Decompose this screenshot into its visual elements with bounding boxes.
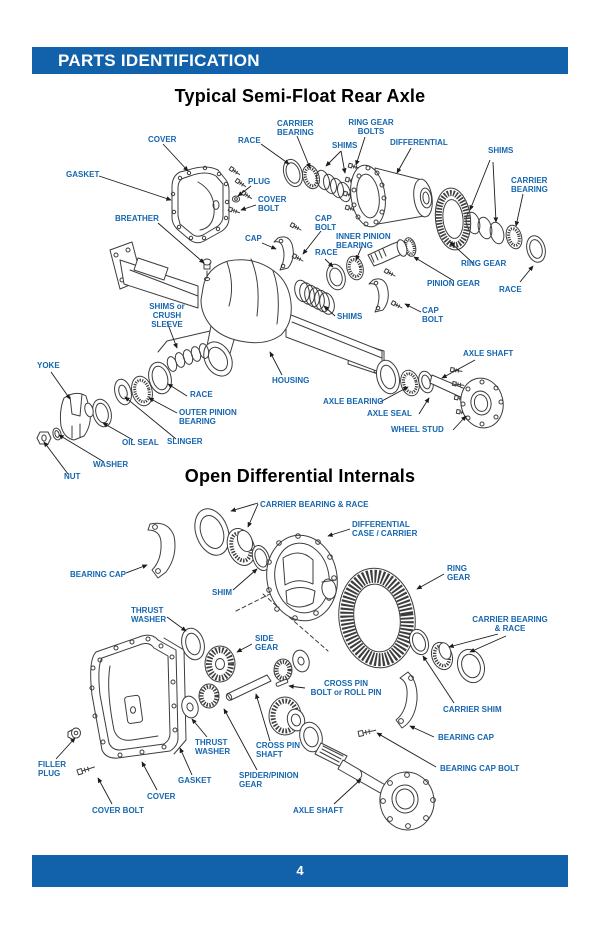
left-bearing-set-drawing	[282, 158, 351, 203]
label-breather: BREATHER	[115, 214, 159, 223]
cross-pin-shaft-drawing	[226, 674, 272, 701]
pinion-front-parts-drawing	[36, 330, 211, 445]
label-ring-gear-2: RING GEAR	[447, 564, 471, 582]
differential-case-drawing	[266, 533, 338, 622]
internal-gears-drawing	[181, 627, 323, 753]
label-housing: HOUSING	[272, 376, 310, 385]
label-race-lower: RACE	[190, 390, 213, 399]
label-carrier-bearing-left: CARRIER BEARING	[277, 119, 314, 137]
label-pinion-gear: PINION GEAR	[427, 279, 480, 288]
label-shims-right: SHIMS	[488, 146, 514, 155]
bearing-cap-right-drawing	[357, 671, 418, 737]
label-bearing-cap-right: BEARING CAP	[438, 733, 495, 742]
label-thrust-washer-lower: THRUST WASHER	[195, 738, 231, 756]
label-cover: COVER	[148, 135, 177, 144]
page-header-bar: PARTS IDENTIFICATION	[32, 47, 568, 74]
right-bearing-set-drawing	[465, 211, 546, 263]
housing-drawing	[109, 241, 385, 377]
pinion-gear-drawing	[294, 237, 417, 315]
label-carrier-bearing-race-left: CARRIER BEARING & RACE	[260, 500, 369, 509]
label-shims-or-crush-sleeve: SHIMS or CRUSH SLEEVE	[149, 302, 185, 329]
label-plug: PLUG	[248, 177, 271, 186]
label-ring-gear: RING GEAR	[461, 259, 507, 268]
diagram2-leader-arrows	[55, 502, 507, 805]
filler-plug-drawing	[67, 727, 81, 740]
label-axle-shaft: AXLE SHAFT	[463, 349, 514, 358]
ring-gear-drawing-2	[338, 567, 416, 669]
page-number: 4	[296, 863, 304, 878]
page-header-title: PARTS IDENTIFICATION	[58, 51, 260, 70]
label-filler-plug: FILLER PLUG	[38, 760, 66, 778]
label-gasket: GASKET	[66, 170, 100, 179]
label-nut: NUT	[64, 472, 81, 481]
diagram2-title: Open Differential Internals	[184, 466, 416, 486]
axle-shaft-drawing	[375, 359, 504, 429]
cover-drawing	[170, 165, 254, 244]
label-cap: CAP	[245, 234, 262, 243]
cross-pin-bolt-drawing	[275, 678, 289, 687]
label-side-gear: SIDE GEAR	[255, 634, 279, 652]
label-outer-pinion-bearing: OUTER PINION BEARING	[179, 408, 237, 426]
label-axle-bearing: AXLE BEARING	[323, 397, 384, 406]
yoke-drawing	[59, 392, 94, 441]
label-differential: DIFFERENTIAL	[390, 138, 448, 147]
cover-bolt-drawing	[227, 206, 241, 216]
label-cover-bolt: COVER BOLT	[258, 195, 287, 213]
label-cover-bolt-2: COVER BOLT	[92, 806, 144, 815]
label-race-mid: RACE	[315, 248, 338, 257]
label-slinger: SLINGER	[167, 437, 203, 446]
open-differential-illustration	[55, 502, 507, 831]
label-thrust-washer-upper: THRUST WASHER	[131, 606, 167, 624]
label-spider-pinion-gear: SPIDER/PINION GEAR	[239, 771, 299, 789]
label-shim: SHIM	[212, 588, 232, 597]
label-carrier-shim: CARRIER SHIM	[443, 705, 502, 714]
label-cross-pin-bolt: CROSS PIN BOLT or ROLL PIN	[310, 679, 382, 697]
label-cover-2: COVER	[147, 792, 176, 801]
differential-drawing	[350, 164, 433, 228]
diagram1-title: Typical Semi-Float Rear Axle	[174, 86, 426, 106]
label-wheel-stud: WHEEL STUD	[391, 425, 444, 434]
label-axle-shaft-2: AXLE SHAFT	[293, 806, 344, 815]
carrier-bearing-race-right-drawing	[408, 628, 486, 684]
cover-bolt-drawing-2	[76, 764, 96, 776]
bearing-cap-left-drawing	[147, 522, 176, 579]
label-cross-pin-shaft: CROSS PIN SHAFT	[256, 741, 301, 759]
bearing-caps-drawing	[273, 222, 404, 313]
ring-gear-drawing	[434, 187, 472, 251]
label-carrier-bearing-race-right: CARRIER BEARING & RACE	[472, 615, 548, 633]
shim-drawing	[251, 544, 271, 572]
label-oil-seal: OIL SEAL	[122, 438, 159, 447]
label-bearing-cap-bolt: BEARING CAP BOLT	[440, 764, 520, 773]
label-shims-top: SHIMS	[332, 141, 358, 150]
label-race-top: RACE	[238, 136, 261, 145]
label-axle-seal: AXLE SEAL	[367, 409, 412, 418]
semi-float-rear-axle-illustration	[36, 135, 546, 475]
label-differential-case: DIFFERENTIAL CASE / CARRIER	[352, 520, 418, 538]
label-cap-bolt-upper: CAP BOLT	[315, 214, 337, 232]
plug-drawing	[231, 195, 241, 203]
label-race-far-right: RACE	[499, 285, 522, 294]
label-inner-pinion-bearing: INNER PINION BEARING	[336, 232, 391, 250]
page-footer-bar: 4	[32, 855, 568, 887]
label-gasket-2: GASKET	[178, 776, 212, 785]
diagram1-leader-arrows	[43, 135, 534, 475]
axle-shaft-drawing-2	[314, 742, 436, 831]
label-cap-bolt-lower: CAP BOLT	[422, 306, 444, 324]
label-ring-gear-bolts: RING GEAR BOLTS	[348, 118, 394, 136]
label-washer: WASHER	[93, 460, 129, 469]
label-shims-mid: SHIMS	[337, 312, 363, 321]
label-bearing-cap-left: BEARING CAP	[70, 570, 127, 579]
carrier-bearing-race-left-drawing	[194, 508, 256, 566]
label-carrier-bearing-right: CARRIER BEARING	[511, 176, 548, 194]
label-yoke: YOKE	[37, 361, 60, 370]
cover-drawing-2	[67, 634, 187, 776]
